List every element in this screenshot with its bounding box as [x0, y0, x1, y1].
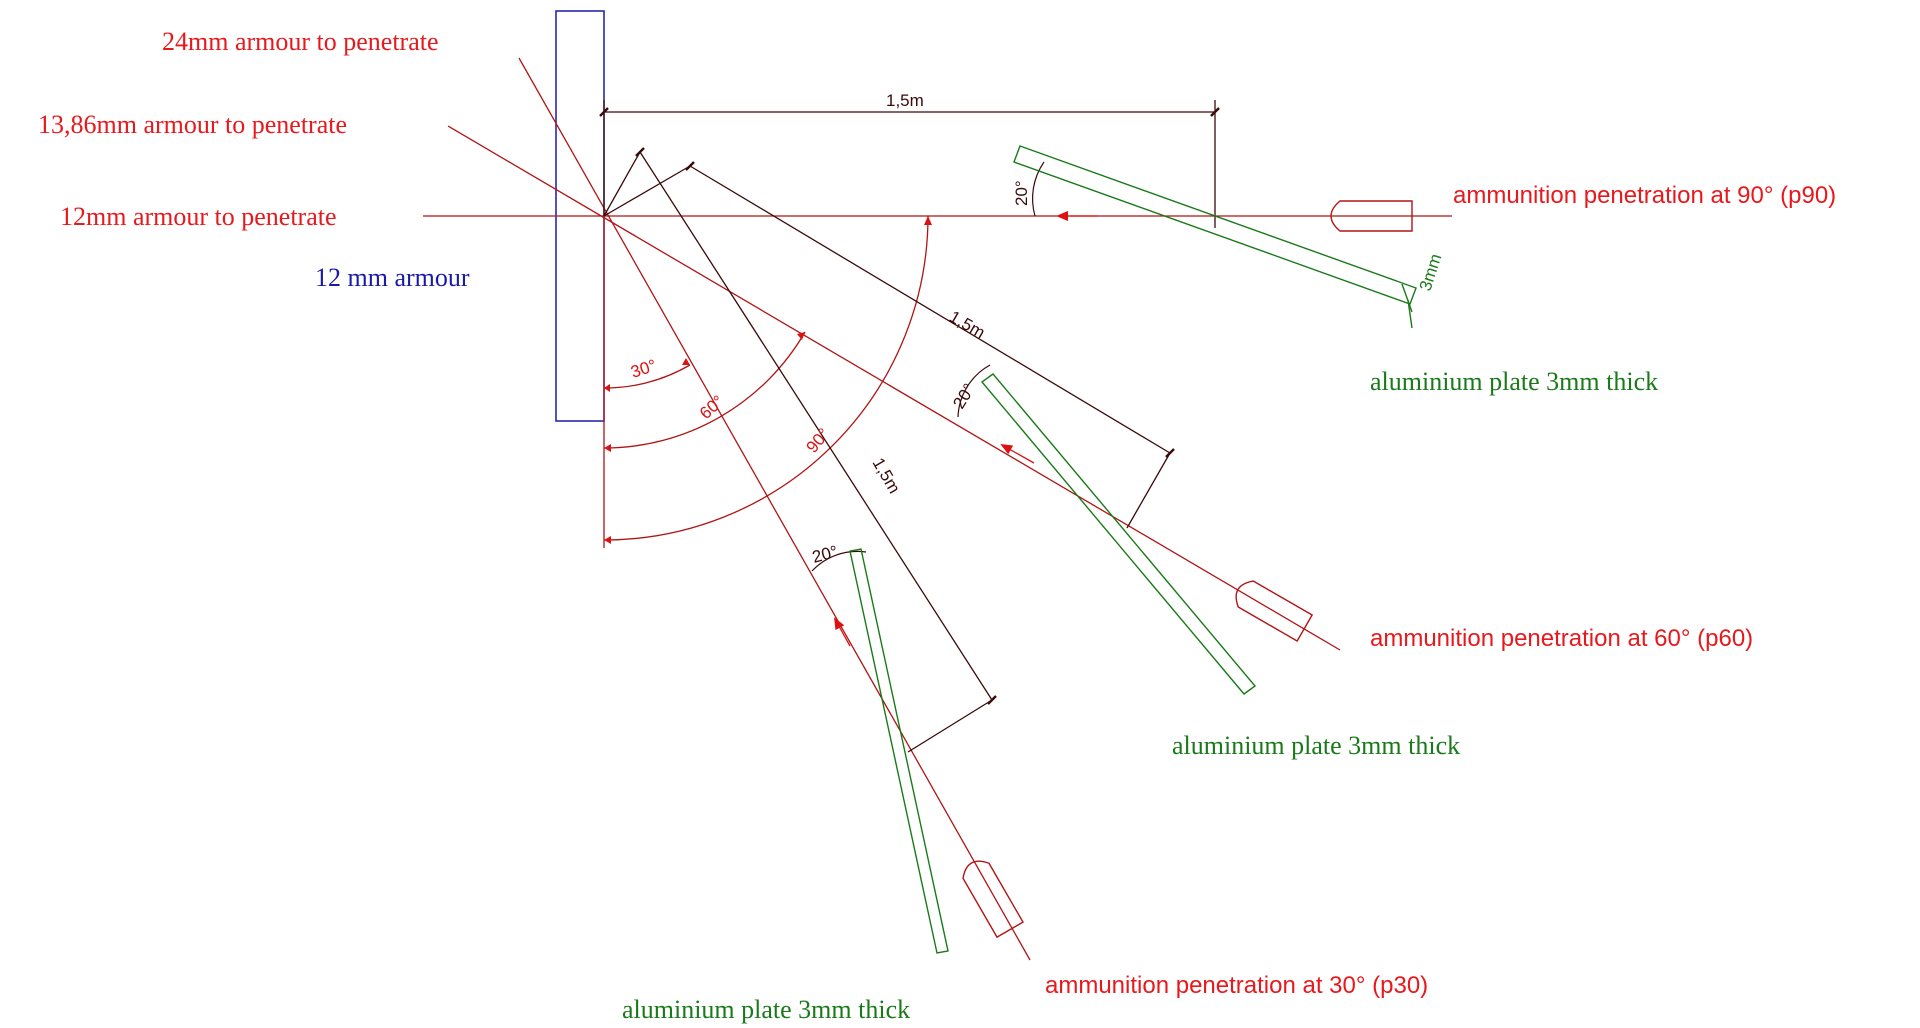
trajectory-p30	[518, 57, 1031, 961]
angle-90: 90°	[803, 425, 834, 457]
dim-line-p30	[639, 151, 993, 701]
label-armour-24mm: 24mm armour to penetrate	[162, 27, 439, 56]
tilt-angle-p60: 20°	[949, 380, 979, 412]
aluminium-plate-p90	[1013, 145, 1417, 305]
dim-text-p60: 1,5m	[946, 307, 988, 342]
label-armour-plate: 12 mm armour	[315, 263, 470, 292]
aluminium-plate-p60	[980, 373, 1257, 695]
label-plate-p60: aluminium plate 3mm thick	[1172, 731, 1460, 760]
label-plate-p30: aluminium plate 3mm thick	[622, 995, 910, 1024]
tilt-arc-p30	[811, 550, 867, 572]
bullet-p90	[1330, 200, 1413, 232]
tilt-angle-p90: 20°	[1012, 180, 1031, 206]
dim-text-p90: 1,5m	[886, 91, 924, 110]
label-armour-12mm: 12mm armour to penetrate	[60, 202, 337, 231]
label-armour-1386mm: 13,86mm armour to penetrate	[38, 110, 347, 139]
tilt-arc-p60	[957, 364, 991, 418]
tilt-angle-p30: 20°	[810, 542, 840, 567]
angle-30: 30°	[628, 356, 658, 382]
label-p90: ammunition penetration at 90° (p90)	[1453, 182, 1836, 209]
aluminium-plate-p30	[849, 548, 949, 954]
label-p30: ammunition penetration at 30° (p30)	[1045, 972, 1428, 999]
label-plate-p90: aluminium plate 3mm thick	[1370, 367, 1658, 396]
arc-30	[603, 364, 691, 389]
thickness-dim	[1407, 299, 1413, 329]
arrow-p30	[834, 617, 851, 647]
dim-text-p30: 1,5m	[869, 455, 904, 497]
arc-90	[603, 215, 929, 541]
dim-text-thickness: 3mm	[1416, 251, 1446, 293]
bullet-p60	[1235, 580, 1314, 642]
dim-line-p60	[689, 165, 1171, 454]
arc-60	[603, 331, 806, 449]
label-p60: ammunition penetration at 60° (p60)	[1370, 625, 1753, 652]
arrow-p60	[1000, 444, 1035, 464]
bullet-p30	[962, 860, 1024, 939]
tilt-arc-p90	[1031, 161, 1045, 217]
trajectory-p60	[447, 125, 1341, 651]
